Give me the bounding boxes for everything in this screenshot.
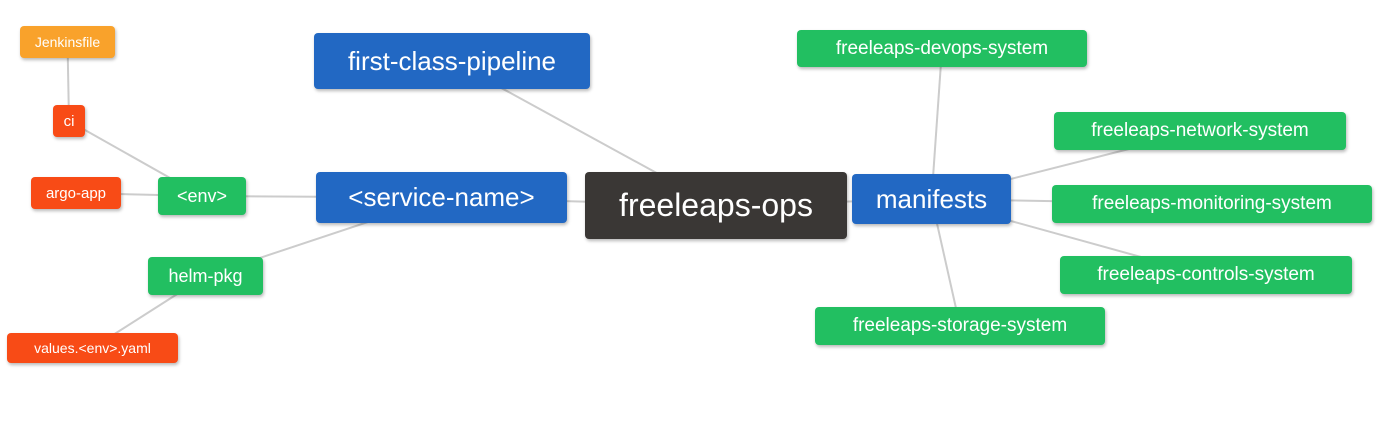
node-jenkinsfile[interactable]: Jenkinsfile xyxy=(20,26,115,58)
node-freeleaps-storage-system[interactable]: freeleaps-storage-system xyxy=(815,307,1105,345)
node-service-name[interactable]: <service-name> xyxy=(316,172,567,223)
node-ci[interactable]: ci xyxy=(53,105,85,137)
node-helm-pkg[interactable]: helm-pkg xyxy=(148,257,263,295)
node-env[interactable]: <env> xyxy=(158,177,246,215)
node-freeleaps-devops-system[interactable]: freeleaps-devops-system xyxy=(797,30,1087,67)
node-freeleaps-network-system[interactable]: freeleaps-network-system xyxy=(1054,112,1346,150)
node-freeleaps-controls-system[interactable]: freeleaps-controls-system xyxy=(1060,256,1352,294)
node-argo-app[interactable]: argo-app xyxy=(31,177,121,209)
node-first-class-pipeline[interactable]: first-class-pipeline xyxy=(314,33,590,89)
node-freeleaps-ops[interactable]: freeleaps-ops xyxy=(585,172,847,239)
node-values-env-yaml[interactable]: values.<env>.yaml xyxy=(7,333,178,363)
node-manifests[interactable]: manifests xyxy=(852,174,1011,224)
node-freeleaps-monitoring-system[interactable]: freeleaps-monitoring-system xyxy=(1052,185,1372,223)
